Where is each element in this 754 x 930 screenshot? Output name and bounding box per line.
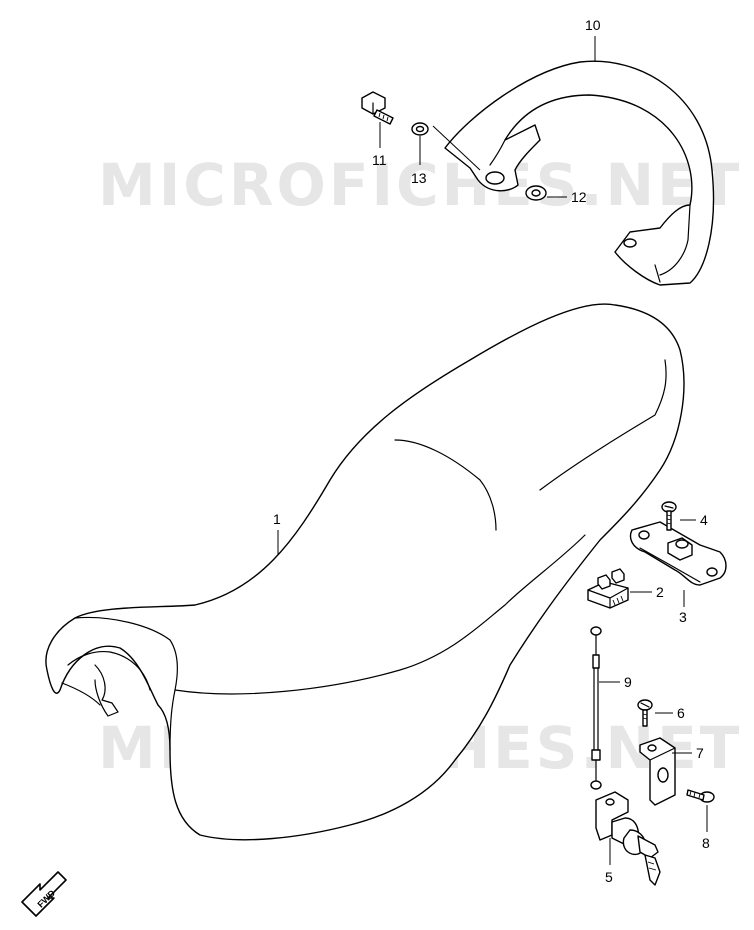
watermark-top: MICROFICHES.NET [98, 151, 742, 219]
callout-12: 12 [571, 189, 587, 205]
screw-part-6 [637, 699, 653, 727]
bracket-part-7 [639, 737, 676, 806]
callout-9: 9 [624, 674, 632, 690]
callout-13: 13 [411, 170, 427, 186]
callout-7: 7 [696, 745, 704, 761]
seat-lock [595, 791, 661, 886]
seat-lock-cable [590, 626, 602, 790]
callout-3: 3 [679, 609, 687, 625]
callout-1: 1 [273, 511, 281, 527]
grab-rail [444, 60, 715, 286]
screw-part-8 [686, 789, 715, 803]
callout-11: 11 [372, 152, 387, 168]
seat-lock-bracket [629, 521, 727, 586]
callout-4: 4 [700, 512, 708, 528]
callout-6: 6 [677, 705, 685, 721]
callout-10: 10 [585, 17, 601, 33]
callout-8: 8 [702, 835, 710, 851]
screw-part-4 [661, 501, 677, 531]
bolt-part-11 [361, 91, 394, 125]
cushion-part-2 [587, 568, 629, 609]
callout-2: 2 [656, 584, 664, 600]
callout-5: 5 [605, 869, 613, 885]
forward-arrow-icon: FWD [21, 871, 67, 917]
seat [45, 303, 685, 841]
